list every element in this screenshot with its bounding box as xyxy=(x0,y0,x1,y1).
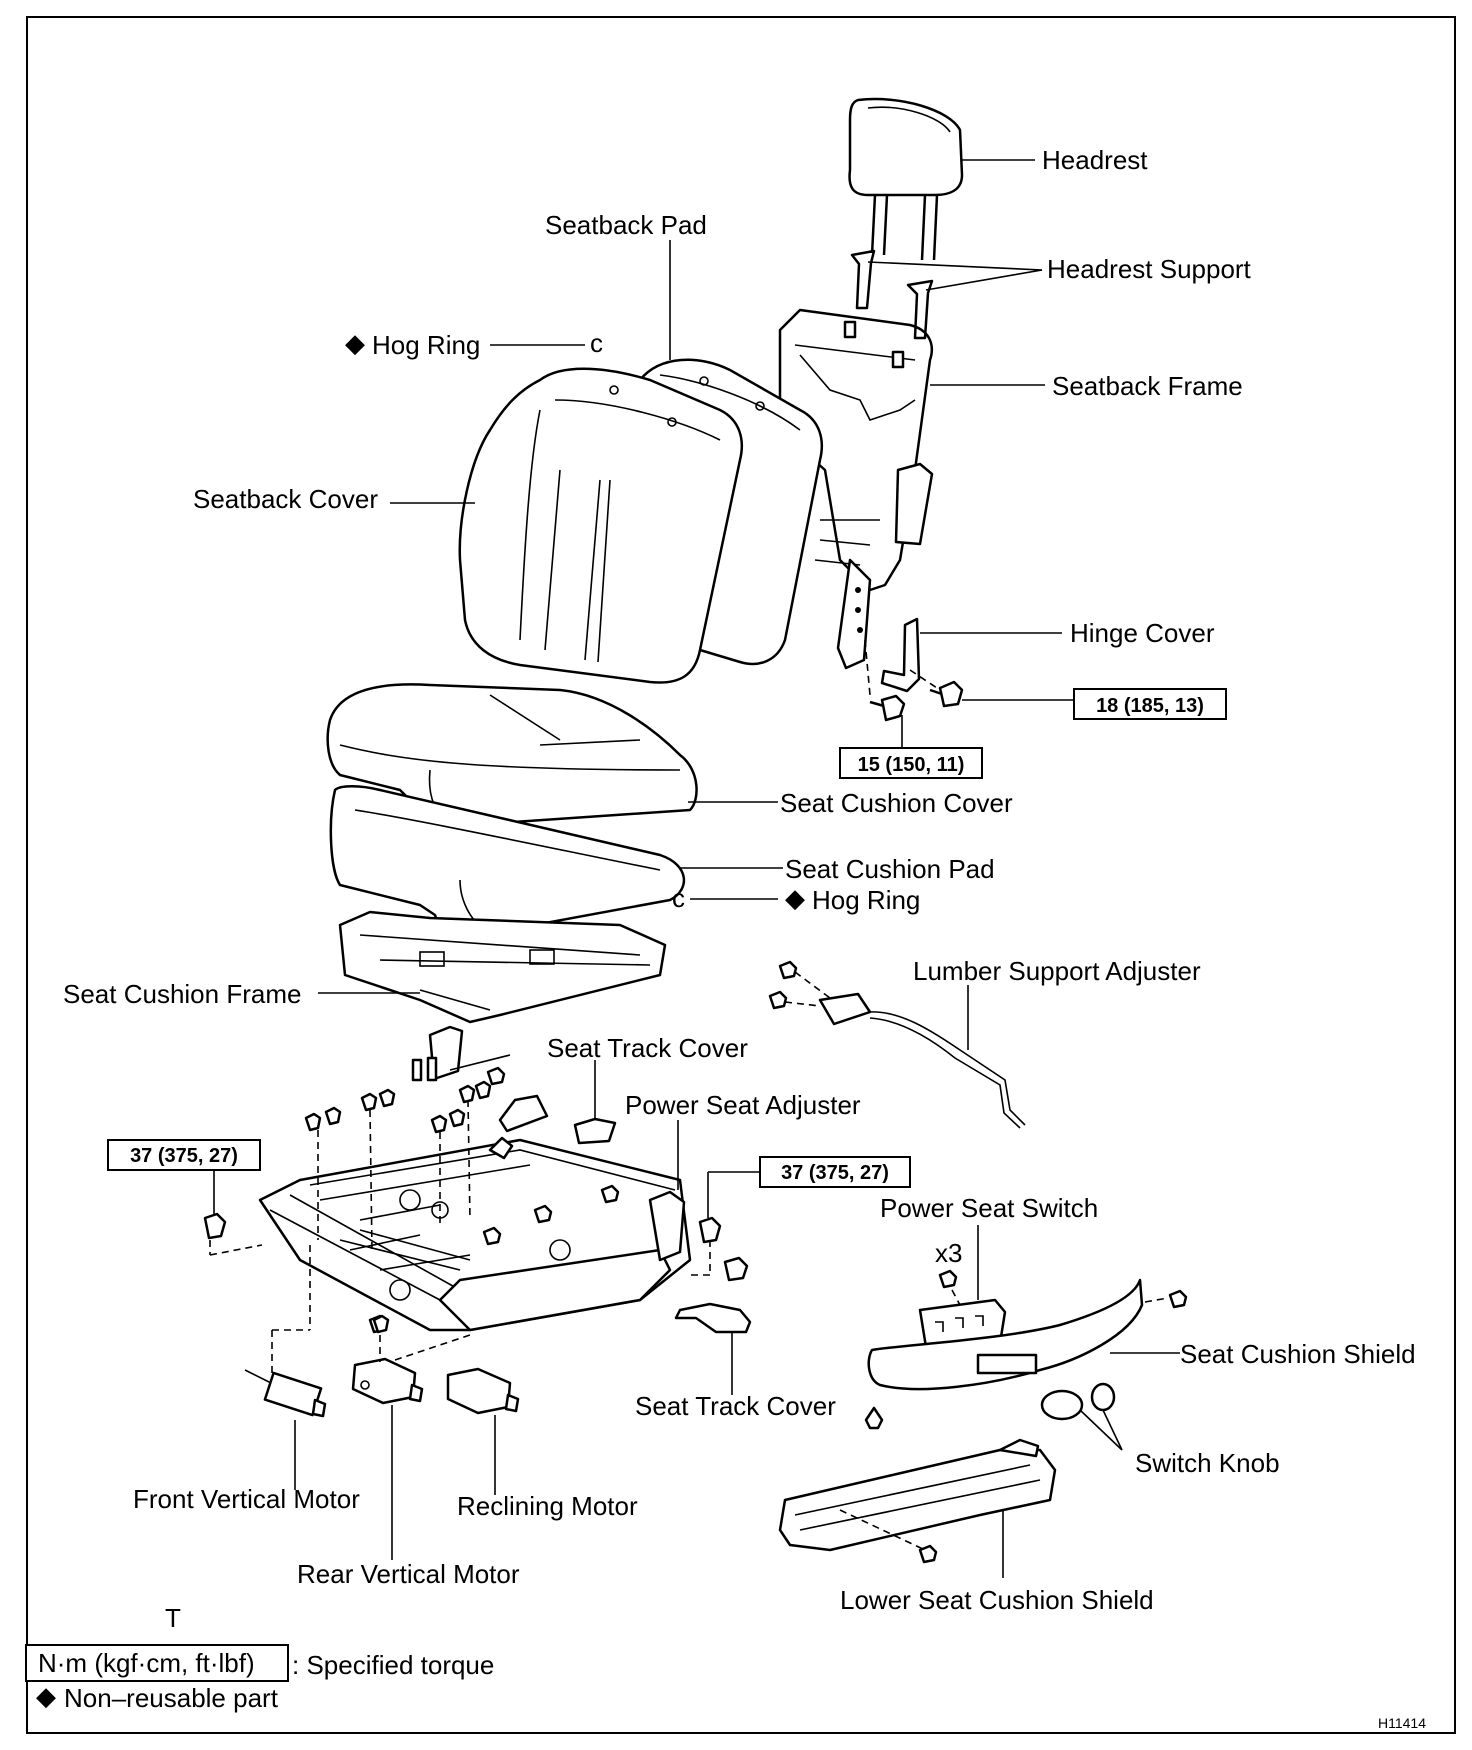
label-headrest-support: Headrest Support xyxy=(1047,254,1252,284)
torque-adjuster-right: 37 (375, 27) xyxy=(781,1162,889,1184)
label-seatback-pad: Seatback Pad xyxy=(545,210,707,240)
reclining-motor xyxy=(446,1367,520,1415)
label-seatback-frame: Seatback Frame xyxy=(1052,371,1243,401)
legend-nonreusable-symbol: ◆ xyxy=(36,1681,56,1711)
power-seat-switch xyxy=(918,1298,1007,1349)
hog-ring-top-ring: c xyxy=(590,328,603,358)
torque-box-adjuster-right xyxy=(759,1156,911,1188)
nonreusable-marker-top: ◆ xyxy=(345,328,365,358)
seat-cushion-cover xyxy=(326,683,698,827)
legend-nonreusable-text: Non–reusable part xyxy=(64,1683,279,1713)
seat-cushion-frame xyxy=(338,910,667,1024)
label-lumber-support-adjuster: Lumber Support Adjuster xyxy=(913,956,1201,986)
headrest xyxy=(848,97,964,261)
clip-icon xyxy=(864,1406,884,1430)
adjuster-upper-brackets xyxy=(411,1025,511,1086)
front-vertical-motor xyxy=(244,1369,327,1418)
label-seat-cushion-shield: Seat Cushion Shield xyxy=(1180,1339,1416,1369)
seatback-frame xyxy=(778,308,934,670)
torque-box-adjuster-left xyxy=(107,1139,261,1171)
label-lower-seat-cushion-shield: Lower Seat Cushion Shield xyxy=(840,1585,1154,1615)
label-seat-cushion-frame: Seat Cushion Frame xyxy=(63,979,301,1009)
hinge-bolts xyxy=(869,680,964,722)
label-power-seat-adjuster: Power Seat Adjuster xyxy=(625,1090,861,1120)
label-switch-knob: Switch Knob xyxy=(1135,1448,1280,1478)
nonreusable-marker-bottom: ◆ xyxy=(785,883,805,913)
torque-box-hinge-lower xyxy=(839,747,983,779)
torque-box-hinge xyxy=(1073,688,1227,720)
label-seat-cushion-cover: Seat Cushion Cover xyxy=(780,788,1013,818)
legend-torque-units: N·m (kgf·cm, ft·lbf) xyxy=(38,1648,255,1678)
torque-hinge: 18 (185, 13) xyxy=(1096,695,1204,717)
label-front-vertical-motor: Front Vertical Motor xyxy=(133,1484,360,1514)
label-reclining-motor: Reclining Motor xyxy=(457,1491,638,1521)
hinge-cover xyxy=(880,617,921,693)
switch-screw-icon xyxy=(938,1269,958,1289)
seat-track-cover-top-part xyxy=(573,1117,617,1145)
label-hog-ring-bottom: Hog Ring xyxy=(812,885,920,915)
label-headrest: Headrest xyxy=(1042,145,1148,175)
legend-torque-box xyxy=(25,1644,289,1682)
label-switch-qty: x3 xyxy=(935,1238,962,1268)
label-seatback-cover: Seatback Cover xyxy=(193,484,378,514)
label-seat-track-cover-top: Seat Track Cover xyxy=(547,1033,748,1063)
label-hinge-cover: Hinge Cover xyxy=(1070,618,1215,648)
legend-torque-text: : Specified torque xyxy=(292,1650,494,1680)
diagram-frame xyxy=(26,16,1456,1734)
lower-seat-cushion-shield xyxy=(778,1438,1057,1564)
power-seat-adjuster xyxy=(258,1094,692,1332)
seat-track-cover-bottom-part xyxy=(674,1302,752,1334)
legend-torque-mark: T xyxy=(165,1603,181,1633)
rear-vertical-motor xyxy=(351,1357,424,1405)
figure-id: H11414 xyxy=(1378,1715,1426,1731)
switch-knob xyxy=(1040,1382,1116,1421)
label-seat-cushion-pad: Seat Cushion Pad xyxy=(785,854,995,884)
headrest-support xyxy=(850,249,934,340)
seatback-cover xyxy=(458,367,744,684)
label-power-seat-switch: Power Seat Switch xyxy=(880,1193,1098,1223)
torque-hinge-lower: 15 (150, 11) xyxy=(858,754,965,776)
hog-ring-bottom-ring: c xyxy=(672,883,685,913)
torque-adjuster-left: 37 (375, 27) xyxy=(130,1145,238,1167)
label-seat-track-cover-bottom: Seat Track Cover xyxy=(635,1391,836,1421)
label-hog-ring-top: Hog Ring xyxy=(372,330,480,360)
seat-cushion-shield xyxy=(867,1278,1188,1391)
label-rear-vertical-motor: Rear Vertical Motor xyxy=(297,1559,520,1589)
